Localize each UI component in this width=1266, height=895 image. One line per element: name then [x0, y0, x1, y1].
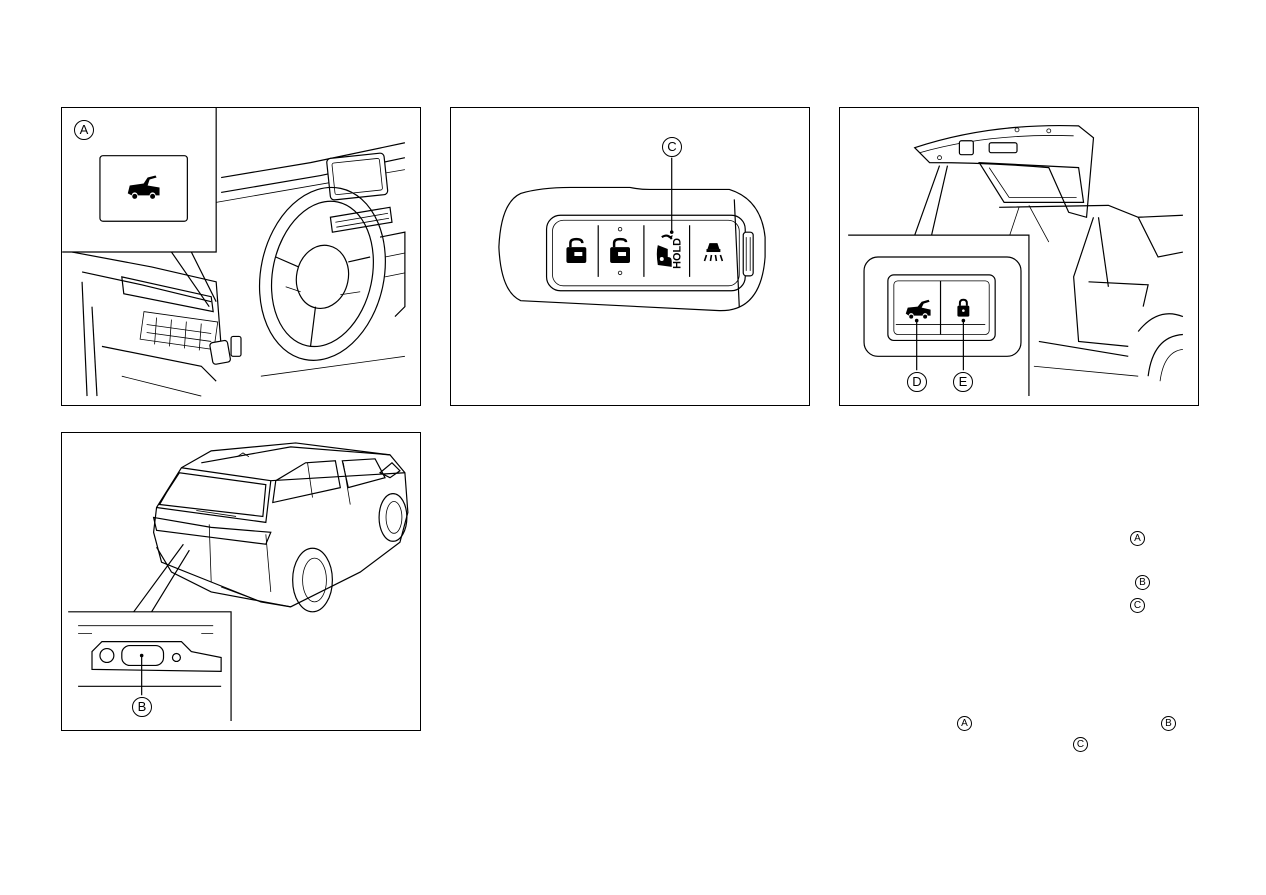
text-ref-c-2: C: [1073, 737, 1088, 752]
text-ref-c-1: C: [1130, 598, 1145, 613]
liftgate-close-icon: [905, 299, 931, 319]
callout-a: A: [74, 120, 94, 140]
remote-start-icon: [703, 243, 724, 262]
text-ref-b-2: B: [1161, 716, 1176, 731]
unlock-icon: [610, 237, 630, 263]
liftgate-illustration: [840, 124, 1184, 405]
liftgate-icon-fob: [656, 234, 673, 267]
figure-dashboard-switch: A: [61, 107, 421, 406]
text-ref-a-1: A: [1130, 531, 1145, 546]
dashboard-illustration: [62, 108, 406, 397]
hold-label: HOLD: [672, 238, 684, 269]
lock-all-icon: [957, 298, 970, 317]
key-fob-illustration: HOLD: [498, 157, 766, 312]
figure-rear-exterior: B: [61, 432, 421, 731]
figure-key-fob: HOLD C: [450, 107, 810, 406]
callout-e: E: [953, 372, 973, 392]
callout-b: B: [132, 697, 152, 717]
text-ref-a-2: A: [957, 716, 972, 731]
callout-d: D: [907, 372, 927, 392]
figure-liftgate-switches: D E: [839, 107, 1199, 406]
text-ref-b-1: B: [1135, 575, 1150, 590]
callout-c: C: [662, 137, 682, 157]
lock-icon: [566, 237, 587, 263]
rear-exterior-illustration: [62, 442, 409, 730]
liftgate-icon-dashboard: [127, 175, 160, 199]
